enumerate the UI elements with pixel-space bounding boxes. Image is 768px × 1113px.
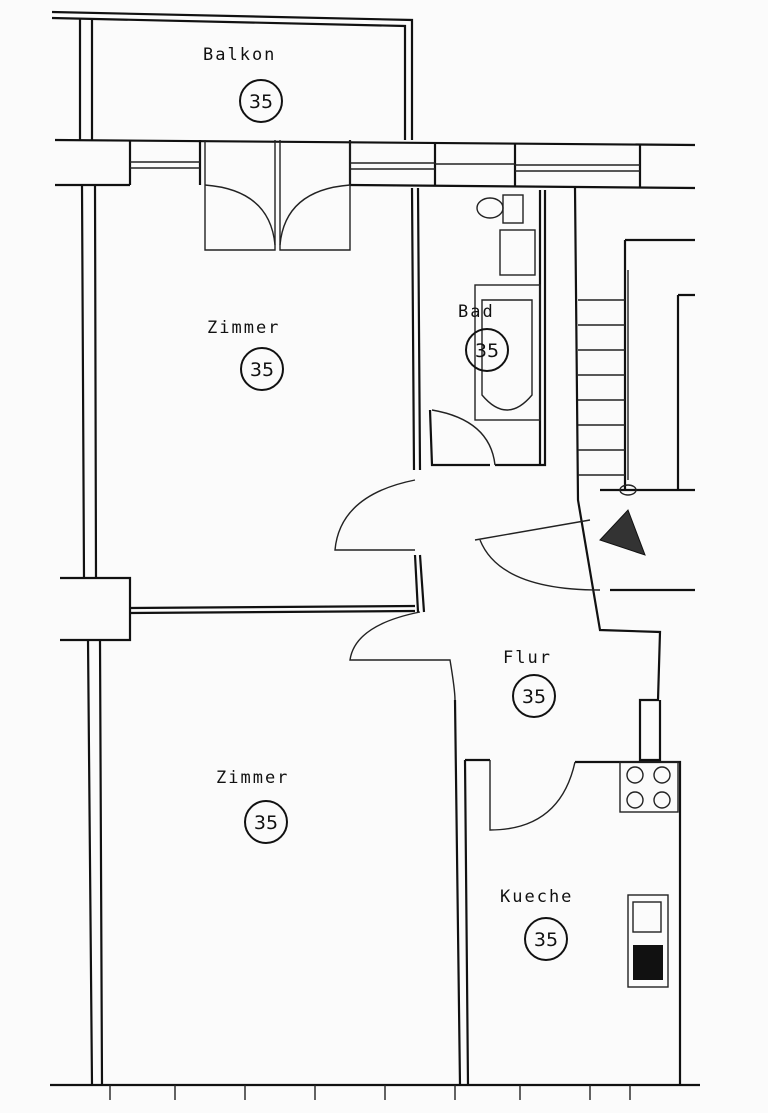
balcony-door bbox=[204, 140, 351, 251]
room-bad: Bad 35 bbox=[458, 302, 509, 372]
balcony-walls bbox=[51, 10, 414, 140]
interior-walls bbox=[129, 187, 695, 1086]
room-flur: Flur 35 bbox=[503, 648, 556, 718]
room-number: 35 bbox=[249, 91, 273, 113]
room-number: 35 bbox=[534, 929, 558, 951]
south-wall bbox=[50, 1083, 700, 1100]
room-number: 35 bbox=[250, 359, 274, 381]
room-balkon: Balkon 35 bbox=[203, 45, 283, 123]
entry-arrow-icon bbox=[599, 509, 646, 556]
room-label: Balkon bbox=[203, 45, 276, 65]
room-label: Zimmer bbox=[207, 318, 280, 338]
bathroom-fixtures bbox=[474, 194, 541, 421]
room-number: 35 bbox=[475, 340, 499, 362]
room-zimmer-2: Zimmer 35 bbox=[216, 768, 289, 844]
room-label: Bad bbox=[458, 302, 495, 322]
north-wall-band bbox=[54, 138, 696, 190]
room-kueche: Kueche 35 bbox=[500, 887, 573, 961]
kitchen-fixtures bbox=[619, 761, 679, 988]
room-label: Flur bbox=[503, 648, 552, 668]
doors bbox=[334, 409, 601, 831]
room-number: 35 bbox=[522, 686, 546, 708]
staircase bbox=[578, 238, 695, 556]
room-number: 35 bbox=[254, 812, 278, 834]
room-label: Kueche bbox=[500, 887, 573, 907]
room-zimmer-1: Zimmer 35 bbox=[207, 318, 284, 391]
room-label: Zimmer bbox=[216, 768, 289, 788]
exterior-wall-left bbox=[60, 184, 132, 1086]
